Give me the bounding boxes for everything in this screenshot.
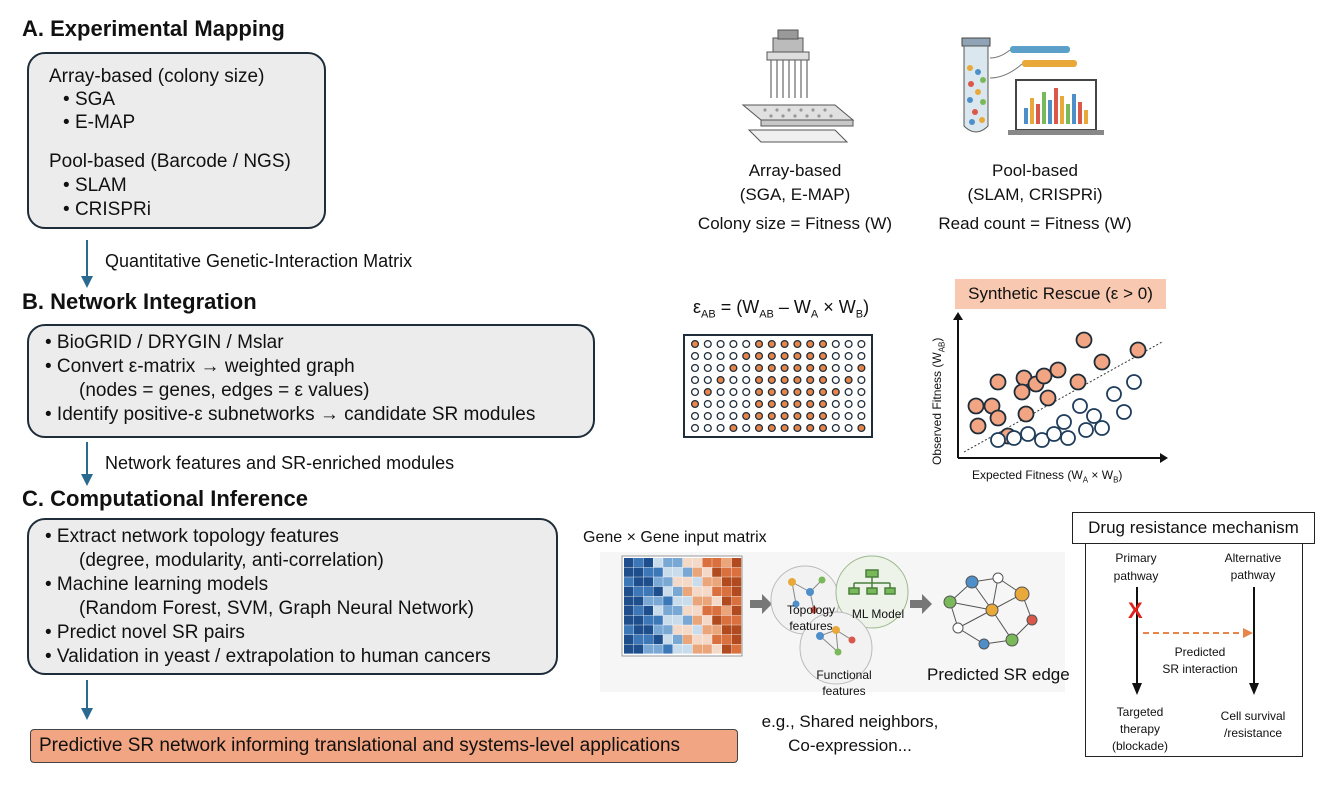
output-box: Predictive SR network informing translat… bbox=[30, 729, 738, 763]
drug-box-title-frame: Drug resistance mechanism bbox=[1072, 512, 1315, 544]
drug-box-title: Drug resistance mechanism bbox=[1088, 518, 1299, 537]
b-line-3: (nodes = genes, edges = ε values) bbox=[79, 380, 370, 401]
b-line-4: • Identify positive-ε subnetworks → cand… bbox=[45, 404, 536, 425]
b-line-2: • Convert ε-matrix → weighted graph bbox=[45, 356, 355, 377]
topology-label-2: features bbox=[789, 619, 833, 633]
primary-pathway-label-2: pathway bbox=[1113, 569, 1159, 583]
targeted-therapy-label-2: therapy bbox=[1119, 722, 1161, 736]
predicted-interaction-label-2: SR interaction bbox=[1162, 662, 1238, 676]
pool-based-heading: Pool-based (Barcode / NGS) bbox=[49, 151, 291, 172]
array-caption-2: (SGA, E-MAP) bbox=[739, 185, 851, 204]
arrow-b-to-c bbox=[81, 442, 93, 486]
arrow-label-a: Quantitative Genetic-Interaction Matrix bbox=[105, 251, 413, 271]
targeted-therapy-label-1: Targeted bbox=[1116, 705, 1164, 719]
arrow-c-to-output bbox=[81, 680, 93, 720]
arrow-a-to-b bbox=[81, 240, 93, 288]
c-line-4: (Random Forest, SVM, Graph Neural Networ… bbox=[79, 598, 474, 619]
cell-survival-label-1: Cell survival bbox=[1220, 709, 1286, 723]
section-c-title: C. Computational Inference bbox=[22, 486, 309, 511]
b-line-1: • BioGRID / DRYGIN / Mslar bbox=[45, 332, 284, 353]
c-line-5: • Predict novel SR pairs bbox=[45, 622, 245, 643]
section-a-title: A. Experimental Mapping bbox=[22, 16, 285, 41]
ml-pipeline-illustration bbox=[600, 552, 1065, 692]
robot-pinning-icon bbox=[741, 29, 855, 143]
primary-pathway-label-1: Primary bbox=[1115, 551, 1157, 565]
alternative-pathway-label-2: pathway bbox=[1230, 568, 1276, 582]
x-axis-label: Expected Fitness (WA × WB) bbox=[972, 468, 1123, 485]
colony-plate bbox=[683, 334, 873, 438]
section-a-box: Array-based (colony size) • SGA • E-MAP … bbox=[27, 52, 326, 229]
matrix-label: Gene × Gene input matrix bbox=[583, 529, 767, 546]
c-line-2: (degree, modularity, anti-correlation) bbox=[79, 550, 384, 571]
c-line-3: • Machine learning models bbox=[45, 574, 269, 595]
pool-caption-3: Read count = Fitness (W) bbox=[938, 214, 1132, 233]
section-b-box: • BioGRID / DRYGIN / Mslar • Convert ε-m… bbox=[27, 324, 595, 438]
topology-label-1: Topology bbox=[786, 603, 836, 617]
output-text: Predictive SR network informing translat… bbox=[39, 735, 681, 756]
pool-sequencing-icon bbox=[961, 37, 1104, 135]
pool-caption-1: Pool-based bbox=[991, 161, 1078, 180]
pathway-diagram bbox=[1132, 587, 1259, 695]
array-caption-3: Colony size = Fitness (W) bbox=[697, 214, 893, 233]
epsilon-equation: εAB = (WAB – WA × WB) bbox=[693, 297, 870, 321]
section-b-title: B. Network Integration bbox=[22, 289, 257, 314]
drug-box bbox=[1085, 543, 1303, 757]
arrow-label-b: Network features and SR-enriched modules bbox=[105, 453, 455, 473]
cell-survival-label-2: /resistance bbox=[1223, 726, 1283, 740]
section-c-box: • Extract network topology features (deg… bbox=[27, 518, 558, 675]
examples-line-2: Co-expression... bbox=[788, 736, 912, 755]
ml-model-label: ML Model bbox=[851, 607, 905, 621]
pool-item-slam: • SLAM bbox=[63, 175, 127, 196]
y-axis-label: Observed Fitness (WAB) bbox=[930, 337, 947, 465]
array-caption-1: Array-based bbox=[748, 161, 842, 180]
targeted-therapy-label-3: (blockade) bbox=[1111, 739, 1169, 753]
predicted-interaction-label-1: Predicted bbox=[1174, 645, 1226, 659]
block-x-mark: X bbox=[1128, 598, 1143, 623]
rescue-scatter bbox=[953, 312, 1168, 463]
examples-line-1: e.g., Shared neighbors, bbox=[761, 712, 939, 731]
array-based-heading: Array-based (colony size) bbox=[49, 66, 265, 87]
pool-caption-2: (SLAM, CRISPRi) bbox=[967, 185, 1103, 204]
array-item-emap: • E-MAP bbox=[63, 112, 136, 133]
c-line-6: • Validation in yeast / extrapolation to… bbox=[45, 646, 491, 667]
functional-label-2: features bbox=[822, 684, 866, 698]
array-item-sga: • SGA bbox=[63, 89, 116, 110]
alternative-pathway-label-1: Alternative bbox=[1224, 551, 1282, 565]
predicted-sr-edge-label: Predicted SR edge bbox=[927, 665, 1070, 684]
c-line-1: • Extract network topology features bbox=[45, 526, 339, 547]
functional-label-1: Functional bbox=[816, 668, 872, 682]
pool-item-crispri: • CRISPRi bbox=[63, 199, 151, 220]
synthetic-rescue-label: Synthetic Rescue (ε > 0) bbox=[955, 279, 1166, 309]
